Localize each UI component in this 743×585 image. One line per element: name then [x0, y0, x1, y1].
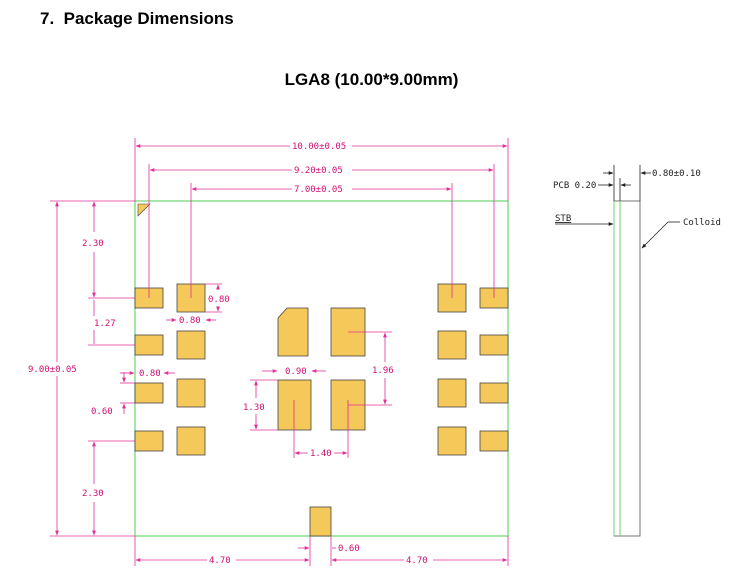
pad	[277, 307, 309, 357]
bottom-right-label: 4.70	[406, 556, 428, 566]
dimension-lines	[50, 138, 509, 566]
width-pad-outer-label: 9.20±0.05	[294, 166, 343, 176]
pad	[176, 378, 206, 408]
pad	[176, 426, 206, 456]
pad	[134, 334, 164, 356]
pad-height-label: 0.80	[208, 295, 230, 305]
bottom-left-label: 4.70	[209, 556, 231, 566]
pad-small-label: 0.60	[91, 407, 113, 417]
side-thickness-label: 0.80±0.10	[652, 169, 701, 179]
center-pads	[277, 307, 366, 537]
side-colloid-body	[613, 200, 641, 537]
pad	[479, 430, 509, 452]
pad	[176, 330, 206, 360]
side-stb-label: STB	[555, 214, 571, 224]
width-overall-label: 10.00±0.05	[292, 142, 346, 152]
pad	[437, 330, 467, 360]
center-pitch-y-label: 1.96	[372, 366, 394, 376]
pad	[134, 430, 164, 452]
top-offset-label: 2.30	[82, 239, 104, 249]
bottom-offset-label: 2.30	[82, 489, 104, 499]
side-pcb-label: PCB 0.20	[553, 181, 596, 191]
bottom-pad-width-label: 0.60	[338, 544, 360, 554]
pad	[134, 382, 164, 404]
height-overall-label: 9.00±0.05	[28, 365, 77, 375]
side-colloid-label: Colloid	[683, 218, 721, 228]
pad	[437, 378, 467, 408]
center-pitch-x-label: 1.40	[310, 449, 332, 459]
center-pad-width-label: 0.90	[285, 367, 307, 377]
section-heading: 7. Package Dimensions	[40, 9, 234, 29]
pad	[479, 382, 509, 404]
pad-pitch-label: 1.27	[94, 319, 116, 329]
pad	[437, 426, 467, 456]
width-pad-inner-label: 7.00±0.05	[294, 185, 343, 195]
section-number: 7.	[40, 9, 55, 28]
side-view	[555, 165, 680, 537]
pad	[277, 379, 312, 431]
pin1-marker	[137, 203, 151, 217]
pad-gap-label: 0.80	[179, 316, 201, 326]
pad-width-label: 0.80	[139, 369, 161, 379]
left-pad-column	[134, 283, 206, 456]
pad	[479, 334, 509, 356]
right-pad-column	[437, 283, 509, 456]
section-title: Package Dimensions	[63, 9, 234, 28]
pad	[309, 506, 332, 537]
center-pad-height-label: 1.30	[243, 403, 265, 413]
package-title: LGA8 (10.00*9.00mm)	[284, 70, 459, 89]
